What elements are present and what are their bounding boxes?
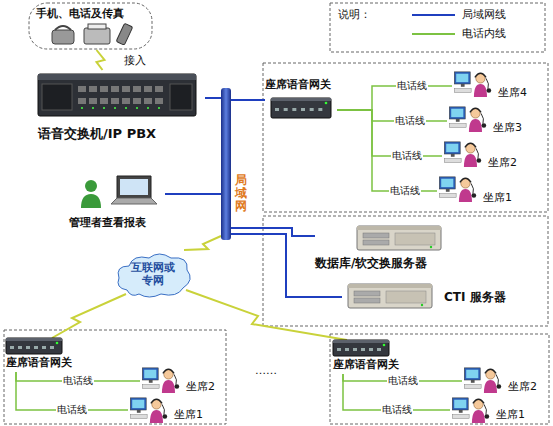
agent-region [263, 63, 548, 212]
node-label: CTI 服务器 [444, 290, 506, 304]
node-label: 座席语音网关 [6, 356, 72, 369]
connector [337, 86, 452, 110]
connector [205, 97, 221, 99]
node-label: 坐席3 [493, 121, 522, 134]
bus-bar [221, 88, 231, 240]
agent-icon [140, 366, 182, 394]
gateway-device [271, 98, 331, 118]
node-label: 坐席2 [186, 380, 215, 393]
agent-icon [450, 396, 492, 424]
note-label: 说明： [338, 8, 371, 21]
server-box: CTI 服务器 [342, 282, 532, 312]
phone-fax-icons [48, 22, 138, 48]
agent-seat: 坐席2 [442, 140, 530, 172]
agent-seat: 坐席2 [140, 366, 224, 396]
connector [337, 110, 447, 121]
node-label: 管理者查看报表 [69, 216, 146, 229]
pbx-switch: 语音交换机/IP PBX [30, 70, 205, 150]
server-unit [342, 282, 438, 310]
legend-label: 电话内线 [462, 27, 506, 40]
node-label: 坐席1 [496, 408, 525, 421]
node-label: 局域网 [235, 174, 247, 214]
agent-seat: 坐席2 [462, 366, 546, 396]
lan-bus: 局域网 [221, 88, 231, 240]
manager-station: 管理者查看报表 [65, 168, 165, 232]
server-unit [355, 224, 443, 252]
node-label: 座席语音网关 [333, 358, 399, 371]
network-cloud: 互联网或专网 [112, 250, 194, 300]
connector [184, 236, 221, 250]
agent-icon [442, 140, 484, 168]
wire-label: 电话线 [387, 375, 419, 387]
node-label: 坐席2 [508, 380, 537, 393]
server-box: 数据库/软交换服务器 [315, 224, 447, 274]
node-label: 坐席1 [483, 191, 512, 204]
node-label: 坐席2 [488, 156, 517, 169]
gateway-device [333, 340, 389, 356]
agent-region [4, 330, 226, 424]
agent-seat: 坐席1 [450, 396, 534, 424]
legend-label: 局域网线 [462, 8, 506, 21]
wire-label: 电话线 [389, 185, 421, 197]
server-region [263, 216, 548, 326]
agent-seat: 坐席3 [447, 105, 535, 137]
connector [97, 50, 105, 70]
note-label: …… [255, 364, 277, 377]
node-label: 坐席4 [498, 86, 527, 99]
voice-gateway: 座席语音网关 [265, 78, 337, 122]
wire-label: 电话线 [396, 80, 428, 92]
legend-line-sample [412, 14, 455, 16]
wire-label: 接入 [123, 54, 147, 67]
agent-seat: 坐席4 [452, 70, 540, 102]
connector [186, 290, 347, 340]
agent-icon [128, 396, 170, 424]
switch-chassis [30, 70, 205, 122]
node-label: 手机、电话及传真 [36, 7, 124, 20]
voice-gateway: 座席语音网关 [6, 338, 82, 372]
voice-gateway: 座席语音网关 [333, 340, 409, 374]
agent-icon [447, 105, 489, 133]
agent-icon [452, 70, 494, 98]
legend-line-sample [412, 33, 455, 35]
agent-icon [462, 366, 504, 394]
agent-seat: 坐席1 [437, 175, 525, 207]
node-label: 座席语音网关 [265, 78, 331, 91]
connector [337, 110, 442, 156]
connector [337, 110, 437, 191]
connector [165, 193, 221, 195]
node-label: 数据库/软交换服务器 [315, 256, 427, 270]
wire-label: 电话线 [62, 375, 94, 387]
agent-region [330, 334, 549, 424]
agent-seat: 坐席1 [128, 396, 212, 424]
wire-label: 电话线 [56, 404, 88, 416]
connector [231, 99, 265, 101]
gateway-device [6, 338, 62, 354]
node-label: 互联网或专网 [130, 261, 176, 287]
wire-label: 电话线 [391, 150, 423, 162]
node-label: 坐席1 [174, 408, 203, 421]
wire-label: 电话线 [381, 404, 413, 416]
node-label: 语音交换机/IP PBX [38, 126, 156, 142]
legend-frame [330, 3, 545, 52]
agent-icon [437, 175, 479, 203]
manager-laptop [69, 168, 161, 212]
connector [52, 294, 126, 338]
wire-label: 电话线 [394, 115, 426, 127]
source-cloud: 手机、电话及传真 [28, 2, 153, 50]
